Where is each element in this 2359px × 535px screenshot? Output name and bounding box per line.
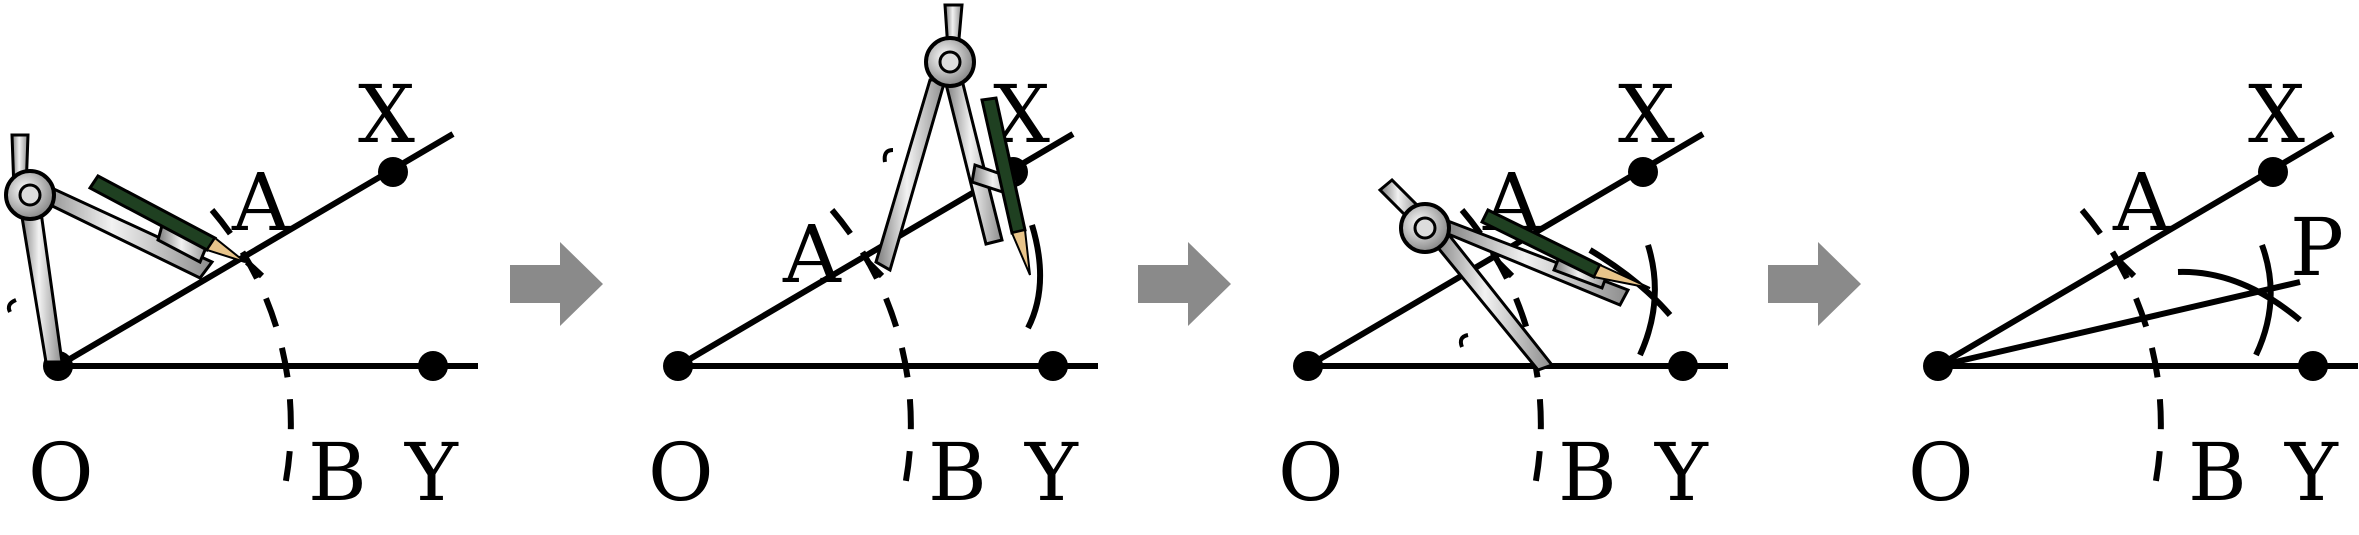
tick-a bbox=[244, 259, 265, 279]
dashed-arc bbox=[829, 208, 914, 501]
tick-a bbox=[2117, 259, 2137, 279]
point-y bbox=[418, 351, 448, 381]
point-y bbox=[1668, 351, 1698, 381]
label-b: B bbox=[2188, 426, 2247, 519]
pencil-icon bbox=[1479, 207, 1651, 289]
label-x: X bbox=[1618, 68, 1675, 161]
label-p: P bbox=[2290, 201, 2344, 294]
label-x: X bbox=[358, 68, 415, 161]
panel-4: X A P O B Y bbox=[1908, 68, 2358, 519]
label-a: A bbox=[782, 208, 842, 301]
label-o: O bbox=[648, 426, 714, 519]
point-o bbox=[1923, 351, 1953, 381]
right-arrow-icon bbox=[1768, 242, 1861, 326]
right-arrow-icon bbox=[510, 242, 603, 326]
label-b: B bbox=[928, 426, 987, 519]
ray-op-bisector bbox=[1937, 279, 2301, 369]
label-a: A bbox=[2112, 156, 2172, 249]
point-o bbox=[663, 351, 693, 381]
tick-a bbox=[1495, 259, 1515, 279]
label-x: X bbox=[2248, 68, 2305, 161]
arc-from-b bbox=[2177, 268, 2302, 323]
label-y: Y bbox=[404, 426, 459, 519]
label-o: O bbox=[1908, 426, 1974, 519]
point-y bbox=[1038, 351, 1068, 381]
label-y: Y bbox=[2284, 426, 2339, 519]
point-x bbox=[2258, 157, 2288, 187]
dashed-arc bbox=[1459, 208, 1544, 501]
dashed-arc bbox=[209, 208, 294, 501]
compass-icon bbox=[4, 133, 215, 364]
label-b: B bbox=[308, 426, 367, 519]
pencil-icon bbox=[980, 96, 1031, 276]
right-arrow-icon bbox=[1138, 242, 1231, 326]
label-b: B bbox=[1558, 426, 1617, 519]
point-y bbox=[2298, 351, 2328, 381]
label-y: Y bbox=[1024, 426, 1079, 519]
compass-icon bbox=[874, 3, 1020, 273]
label-o: O bbox=[28, 426, 94, 519]
compass-icon bbox=[1377, 177, 1631, 372]
dashed-arc bbox=[2079, 208, 2164, 501]
point-x bbox=[1628, 157, 1658, 187]
label-o: O bbox=[1278, 426, 1344, 519]
pencil-icon bbox=[87, 174, 246, 263]
panel-3: X A O B Y bbox=[1278, 68, 1728, 519]
panel-2: X A O B Y bbox=[648, 3, 1098, 519]
panel-1: X A O B Y bbox=[4, 68, 478, 519]
label-a: A bbox=[231, 156, 291, 249]
point-x bbox=[378, 157, 408, 187]
tick-a bbox=[865, 259, 885, 279]
point-o bbox=[1293, 351, 1323, 381]
label-y: Y bbox=[1654, 426, 1709, 519]
arc-from-a bbox=[1025, 224, 1044, 330]
